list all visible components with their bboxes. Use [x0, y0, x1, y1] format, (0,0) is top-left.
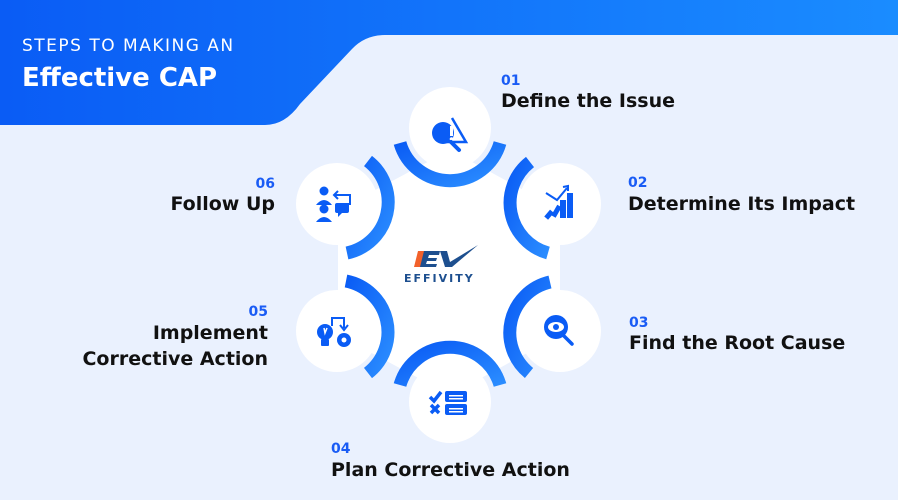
header-subtitle: STEPS TO MAKING AN	[22, 36, 235, 56]
step-6-title: Follow Up	[170, 193, 275, 215]
checklist-icon	[428, 390, 467, 415]
step-5-number: 05	[248, 304, 268, 320]
arc-step-3	[503, 275, 552, 379]
header-banner	[0, 0, 898, 125]
step-5-title-line1: Implement	[152, 322, 268, 344]
step-4-number: 04	[331, 441, 351, 457]
header-title: Effective CAP	[22, 63, 218, 93]
rising-chart-icon	[544, 184, 573, 220]
arc-step-6	[345, 155, 395, 260]
step-2-number: 02	[628, 175, 648, 191]
eye-magnifier-icon	[544, 315, 574, 346]
arc-step-1	[393, 140, 507, 188]
step-1-number: 01	[501, 73, 521, 89]
arc-step-5	[344, 274, 395, 379]
step-5-circle	[296, 290, 378, 372]
arc-step-4	[393, 340, 507, 388]
step-2-title: Determine Its Impact	[628, 193, 856, 215]
warning-search-icon	[432, 117, 469, 152]
step-5-title-line2: Corrective Action	[82, 348, 268, 370]
step-4-title: Plan Corrective Action	[331, 459, 570, 481]
people-feedback-icon	[316, 186, 351, 222]
step-6-number: 06	[255, 176, 275, 192]
step-3-number: 03	[629, 315, 649, 331]
effivity-logo-text: EFFIVITY	[404, 272, 475, 285]
arc-step-2	[503, 156, 550, 260]
step-1-title: Define the Issue	[501, 90, 675, 112]
step-3-title: Find the Root Cause	[629, 332, 846, 354]
idea-gear-icon	[317, 317, 351, 347]
effivity-logo-mark	[414, 245, 478, 267]
